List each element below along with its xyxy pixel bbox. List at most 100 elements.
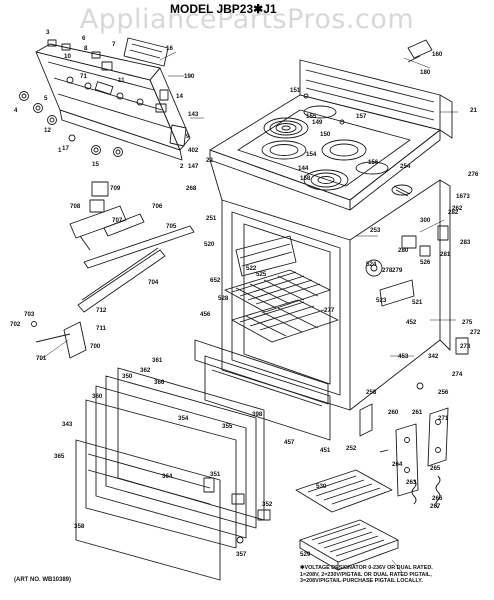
oven-door-assembly <box>75 367 271 581</box>
part-label-360: 360 <box>92 393 103 400</box>
part-label-280: 280 <box>398 247 409 254</box>
part-label-705: 705 <box>166 223 177 230</box>
terminal-block <box>391 39 433 197</box>
part-label-265: 265 <box>430 465 441 472</box>
part-label-352: 352 <box>262 501 273 508</box>
part-label-7: 7 <box>112 41 116 48</box>
part-label-11: 11 <box>118 77 125 84</box>
oven-racks <box>224 269 339 343</box>
part-label-709: 709 <box>110 185 121 192</box>
voltage-note-line: 3=208V/PIGTAIL-PURCHASE PIGTAIL LOCALLY. <box>300 578 423 585</box>
part-label-22: 22 <box>206 157 213 164</box>
control-panel <box>35 43 191 161</box>
part-label-520: 520 <box>204 241 215 248</box>
part-label-453: 453 <box>398 353 409 360</box>
part-label-365: 365 <box>54 453 65 460</box>
voltage-note-line: ✱VOLTAGE DESIGNATOR 0-236V OR DUAL RATED… <box>300 565 433 571</box>
watermark-text: AppliancePartsPros.com <box>79 4 415 35</box>
part-label-273: 273 <box>460 343 471 350</box>
control-knobs <box>19 91 123 157</box>
cooktop <box>209 94 441 211</box>
voltage-note-line: 1=208V, 2=230V/PIGTAIL OR DUAL RATED PIG… <box>300 571 432 578</box>
part-label-267: 267 <box>430 503 441 510</box>
part-label-158: 158 <box>300 175 311 182</box>
part-label-275: 275 <box>462 319 473 326</box>
part-label-361: 361 <box>152 357 163 364</box>
part-label-155: 155 <box>306 113 317 120</box>
part-label-523: 523 <box>376 297 387 304</box>
part-label-268: 268 <box>186 185 197 192</box>
part-label-279: 279 <box>392 267 403 274</box>
part-label-17: 17 <box>62 145 69 152</box>
part-label-1673: 1673 <box>456 193 470 200</box>
part-label-253: 253 <box>370 227 381 234</box>
part-label-398: 398 <box>252 411 263 418</box>
part-label-457: 457 <box>284 439 295 446</box>
part-label-263: 263 <box>406 479 417 486</box>
part-label-351: 351 <box>210 471 221 478</box>
part-label-71: 71 <box>80 73 87 80</box>
panel-small-parts <box>47 37 187 147</box>
part-label-271: 271 <box>438 415 449 422</box>
range-cabinet <box>209 159 451 411</box>
part-label-530: 530 <box>316 483 327 490</box>
part-label-252: 252 <box>346 445 357 452</box>
part-label-14: 14 <box>176 93 183 100</box>
part-label-282: 282 <box>448 209 459 216</box>
part-label-703: 703 <box>24 311 35 318</box>
part-label-278: 278 <box>382 267 393 274</box>
part-label-12: 12 <box>44 127 51 134</box>
part-label-10: 10 <box>64 53 71 60</box>
model-title: MODEL JBP23✱J1 <box>170 2 277 16</box>
part-label-343: 343 <box>62 421 73 428</box>
part-label-160: 160 <box>432 51 443 58</box>
part-label-266: 266 <box>432 495 443 502</box>
part-label-277: 277 <box>324 307 335 314</box>
part-label-258: 258 <box>366 389 377 396</box>
part-label-157: 157 <box>356 113 367 120</box>
part-label-6: 6 <box>82 35 86 42</box>
part-label-256: 256 <box>438 389 449 396</box>
part-label-350: 350 <box>122 373 133 380</box>
part-label-711: 711 <box>96 325 107 332</box>
part-label-251: 251 <box>206 215 217 222</box>
broiler-pan <box>295 469 399 571</box>
part-label-264: 264 <box>392 461 403 468</box>
part-label-362: 362 <box>140 367 151 374</box>
part-label-262: 262 <box>452 205 463 212</box>
part-label-452: 452 <box>406 319 417 326</box>
part-label-281: 281 <box>440 251 451 258</box>
part-label-4: 4 <box>14 107 18 114</box>
part-label-8: 8 <box>84 45 88 52</box>
part-label-707: 707 <box>112 217 123 224</box>
part-label-9: 9 <box>186 133 190 140</box>
bake-element <box>235 235 297 277</box>
art-number: (ART NO. WB10389) <box>14 577 72 583</box>
leader-lines <box>39 51 458 573</box>
part-label-1: 1 <box>58 147 62 154</box>
part-label-190: 190 <box>184 73 195 80</box>
part-label-521: 521 <box>412 299 423 306</box>
part-label-529: 529 <box>300 551 311 558</box>
part-label-254: 254 <box>400 163 411 170</box>
part-label-151: 151 <box>290 87 301 94</box>
part-label-3: 3 <box>46 29 50 36</box>
part-label-283: 283 <box>460 239 471 246</box>
door-hinges <box>379 407 449 509</box>
part-label-712: 712 <box>96 307 107 314</box>
part-label-149: 149 <box>312 119 323 126</box>
part-label-355: 355 <box>222 423 233 430</box>
part-label-276: 276 <box>468 171 479 178</box>
part-label-702: 702 <box>10 321 21 328</box>
part-label-358: 358 <box>74 523 85 530</box>
part-label-652: 652 <box>210 277 221 284</box>
part-label-21: 21 <box>470 107 477 114</box>
surface-burners <box>261 93 389 191</box>
storage-drawer <box>194 339 331 441</box>
part-label-274: 274 <box>452 371 463 378</box>
part-label-704: 704 <box>148 279 159 286</box>
part-label-706: 706 <box>152 203 163 210</box>
rear-backguard <box>299 59 453 139</box>
part-label-144: 144 <box>298 165 309 172</box>
